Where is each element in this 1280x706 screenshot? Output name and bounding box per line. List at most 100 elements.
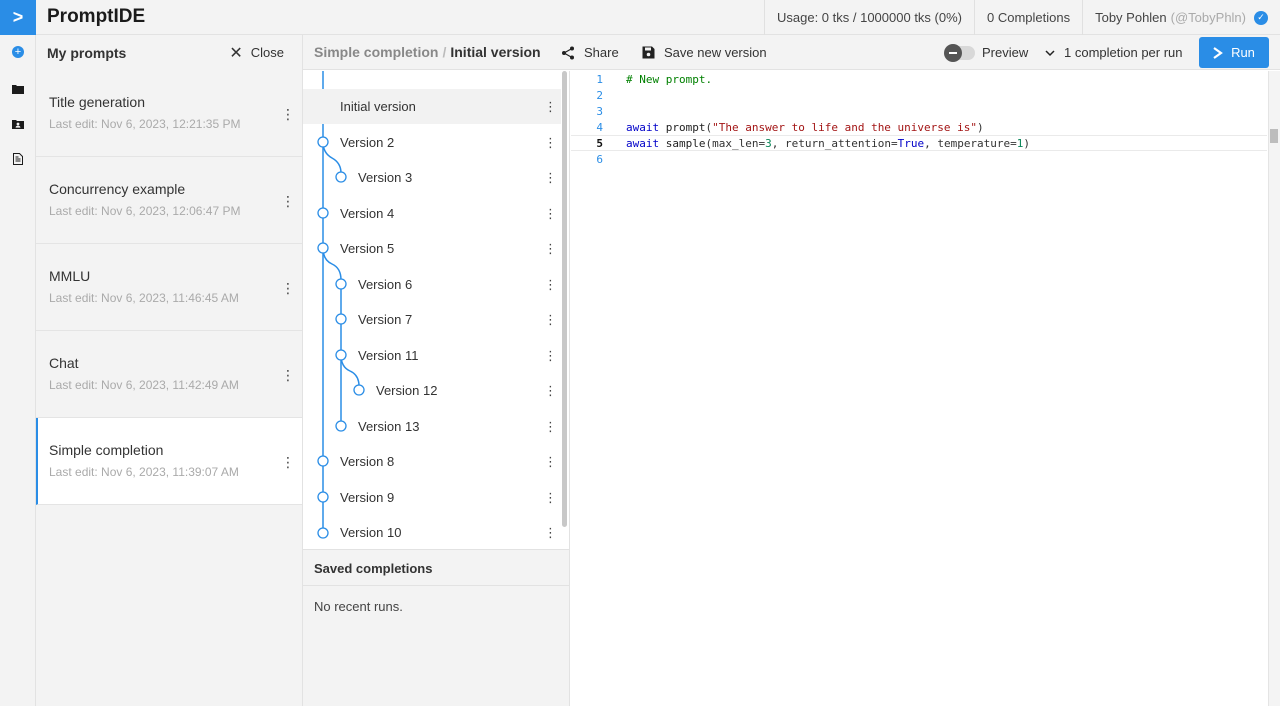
code-comment: # New prompt. [626, 72, 713, 86]
version-item[interactable]: Version 10 ⋮ [303, 515, 561, 549]
document-icon [13, 153, 23, 165]
my-prompts-button[interactable] [0, 77, 36, 101]
prompt-menu-icon[interactable]: ⋮ [281, 193, 295, 209]
prompt-date: Last edit: Nov 6, 2023, 11:42:49 AM [49, 378, 239, 392]
version-menu-icon[interactable]: ⋮ [544, 525, 557, 540]
line-number: 1 [596, 72, 603, 86]
version-menu-icon[interactable]: ⋮ [544, 241, 557, 256]
code-arg: , return_attention= [771, 136, 898, 150]
version-label: Version 13 [358, 419, 420, 434]
version-menu-icon[interactable]: ⋮ [544, 348, 557, 363]
version-item[interactable]: Version 9 ⋮ [303, 480, 561, 515]
version-menu-icon[interactable]: ⋮ [544, 206, 557, 221]
prompt-date: Last edit: Nov 6, 2023, 11:39:07 AM [49, 465, 239, 479]
version-tree-scrollbar[interactable] [562, 71, 567, 527]
app-logo-icon[interactable]: > [0, 0, 36, 35]
code-editor[interactable]: 1 # New prompt. 2 3 4 await prompt("The … [571, 71, 1280, 706]
version-item[interactable]: Initial version ⋮ [303, 89, 561, 124]
version-label: Version 8 [340, 454, 395, 469]
usage-indicator: Usage: 0 tks / 1000000 tks (0%) [764, 0, 974, 35]
prompt-item[interactable]: Title generation Last edit: Nov 6, 2023,… [36, 70, 302, 157]
code-line[interactable]: 3 [571, 103, 1267, 119]
version-item[interactable]: Version 12 ⋮ [303, 373, 561, 408]
close-prompts-button[interactable]: ✕ Close [229, 43, 284, 63]
run-label: Run [1231, 45, 1255, 60]
editor-scrollbar[interactable] [1268, 71, 1280, 706]
completions-count[interactable]: 0 Completions [973, 0, 1082, 35]
prompt-name: Chat [49, 355, 79, 371]
prompt-item[interactable]: MMLU Last edit: Nov 6, 2023, 11:46:45 AM… [36, 244, 302, 331]
prompt-menu-icon[interactable]: ⋮ [281, 106, 295, 122]
code-line[interactable]: 2 [571, 87, 1267, 103]
prompt-name: MMLU [49, 268, 91, 284]
code-keyword: await [626, 136, 660, 150]
share-label: Share [584, 45, 619, 60]
chevron-down-icon [1045, 49, 1055, 56]
save-version-label: Save new version [664, 45, 767, 60]
version-item[interactable]: Version 7 ⋮ [303, 302, 561, 337]
preview-label: Preview [982, 45, 1029, 60]
run-chevron-icon [1213, 46, 1223, 59]
app-title: PromptIDE [47, 6, 146, 27]
breadcrumb-separator: / [442, 44, 447, 60]
version-item[interactable]: Version 2 ⋮ [303, 125, 561, 160]
toggle-switch[interactable] [944, 43, 975, 62]
prompt-item[interactable]: Concurrency example Last edit: Nov 6, 20… [36, 157, 302, 244]
version-menu-icon[interactable]: ⋮ [544, 135, 557, 150]
code-line[interactable]: 4 await prompt("The answer to life and t… [571, 119, 1267, 135]
version-label: Version 12 [376, 383, 438, 398]
breadcrumb-prompt[interactable]: Simple completion [314, 44, 439, 60]
line-number: 4 [596, 120, 603, 134]
version-item[interactable]: Version 4 ⋮ [303, 196, 561, 231]
version-item[interactable]: Version 3 ⋮ [303, 160, 561, 195]
code-arg: max_len= [712, 136, 766, 150]
share-icon [562, 46, 574, 59]
code-constant: True [897, 136, 925, 150]
code-function: sample [665, 136, 706, 150]
prompt-date: Last edit: Nov 6, 2023, 12:21:35 PM [49, 117, 241, 131]
version-label: Version 2 [340, 135, 395, 150]
completions-per-run-select[interactable]: 1 completion per run [1045, 45, 1183, 60]
version-label: Version 9 [340, 490, 395, 505]
shared-prompts-button[interactable] [0, 112, 36, 136]
code-line[interactable]: 1 # New prompt. [571, 71, 1267, 87]
save-version-button[interactable]: Save new version [642, 45, 767, 60]
prompt-menu-icon[interactable]: ⋮ [281, 280, 295, 296]
version-menu-icon[interactable]: ⋮ [544, 454, 557, 469]
prompt-item-active[interactable]: Simple completion Last edit: Nov 6, 2023… [36, 418, 302, 505]
code-number: 1 [1016, 136, 1024, 150]
version-menu-icon[interactable]: ⋮ [544, 490, 557, 505]
version-item[interactable]: Version 11 ⋮ [303, 338, 561, 373]
prompts-header: My prompts ✕ Close [36, 35, 302, 70]
files-button[interactable] [0, 147, 36, 171]
share-button[interactable]: Share [561, 45, 619, 60]
user-menu[interactable]: Toby Pohlen (@TobyPhln) ✓ [1082, 0, 1280, 35]
left-rail: + [0, 35, 36, 706]
prompt-item[interactable]: Chat Last edit: Nov 6, 2023, 11:42:49 AM… [36, 331, 302, 418]
version-item[interactable]: Version 6 ⋮ [303, 267, 561, 302]
version-item[interactable]: Version 5 ⋮ [303, 231, 561, 266]
version-menu-icon[interactable]: ⋮ [544, 312, 557, 327]
version-menu-icon[interactable]: ⋮ [544, 419, 557, 434]
code-number: 3 [765, 136, 772, 150]
code-text: await prompt("The answer to life and the… [626, 120, 984, 134]
code-line-current[interactable]: 5 await sample(max_len=3, return_attenti… [571, 135, 1267, 151]
run-button[interactable]: Run [1199, 37, 1269, 68]
editor-scroll-thumb[interactable] [1270, 129, 1278, 143]
version-item[interactable]: Version 8 ⋮ [303, 444, 561, 479]
user-handle: (@TobyPhln) [1170, 10, 1246, 25]
version-item[interactable]: Version 13 ⋮ [303, 409, 561, 444]
code-function: prompt [665, 120, 706, 134]
new-prompt-button[interactable]: + [0, 40, 36, 64]
prompt-menu-icon[interactable]: ⋮ [281, 454, 295, 470]
completions-per-run-value: 1 completion per run [1064, 45, 1183, 60]
line-number: 3 [596, 104, 603, 118]
version-menu-icon[interactable]: ⋮ [544, 99, 557, 114]
prompt-menu-icon[interactable]: ⋮ [281, 367, 295, 383]
version-menu-icon[interactable]: ⋮ [544, 277, 557, 292]
code-line[interactable]: 6 [571, 151, 1267, 167]
version-label: Version 3 [358, 170, 413, 185]
version-menu-icon[interactable]: ⋮ [544, 383, 557, 398]
preview-toggle[interactable]: Preview [944, 43, 1029, 62]
version-menu-icon[interactable]: ⋮ [544, 170, 557, 185]
